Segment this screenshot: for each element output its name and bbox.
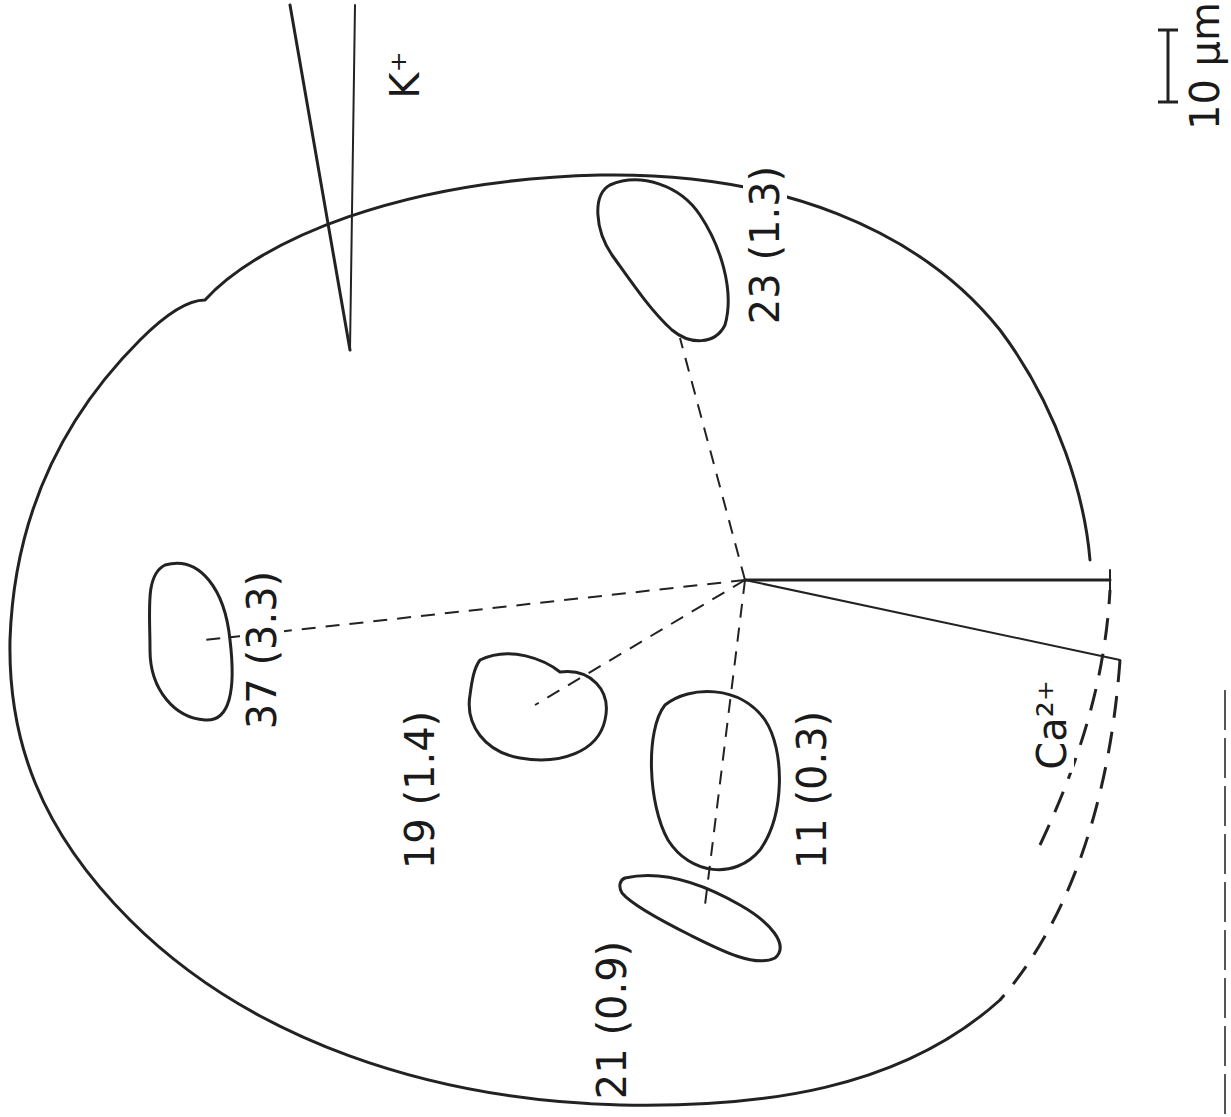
callout-number: 37 (3.3) [240, 568, 284, 732]
scale-bar [1158, 101, 1178, 104]
organelle-outline [149, 563, 232, 720]
cell-outline [10, 175, 1090, 1105]
distance-line [680, 338, 745, 580]
ion-label: K⁺ [383, 48, 427, 101]
organelle-outline [651, 691, 779, 869]
distance-line [535, 580, 745, 705]
callout-number: 11 (0.3) [790, 708, 834, 872]
callout-number: 19 (1.4) [398, 708, 442, 872]
callout-number: 21 (0.9) [590, 938, 634, 1102]
organelle-outline [469, 654, 606, 760]
organelle-outline [620, 876, 780, 961]
scale-bar [1167, 30, 1170, 102]
scale-bar [1158, 29, 1178, 32]
ca-pipette [745, 580, 1120, 660]
distance-line [705, 580, 745, 905]
k-pipette [350, 5, 355, 350]
pipette-tick [1109, 570, 1111, 592]
cell-outline-dashed [1000, 660, 1120, 1000]
callout-number: 23 (1.3) [743, 163, 787, 327]
scale-label: 10 μm [1183, 0, 1227, 133]
distance-line [205, 580, 745, 640]
scan-edge [1224, 690, 1226, 1117]
ion-label: Ca²⁺ [1030, 677, 1074, 773]
organelle-outline [598, 180, 728, 341]
k-pipette [290, 5, 350, 350]
ca-pipette [745, 579, 1110, 582]
